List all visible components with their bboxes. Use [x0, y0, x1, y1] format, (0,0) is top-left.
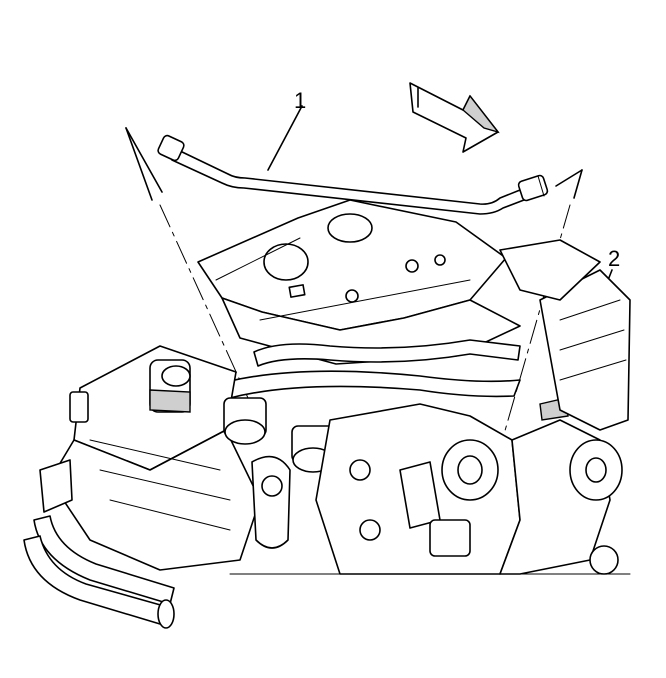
intake-tube [225, 339, 521, 399]
callout-2: 2 [608, 246, 620, 271]
pipe-assembly [157, 134, 549, 215]
right-front-assembly [315, 239, 631, 575]
front-direction-arrow-icon [409, 82, 500, 153]
bracket [251, 455, 291, 549]
left-cylinder-bank [39, 345, 335, 571]
callout-1: 1 [294, 88, 306, 113]
exhaust-pipes [23, 515, 175, 629]
